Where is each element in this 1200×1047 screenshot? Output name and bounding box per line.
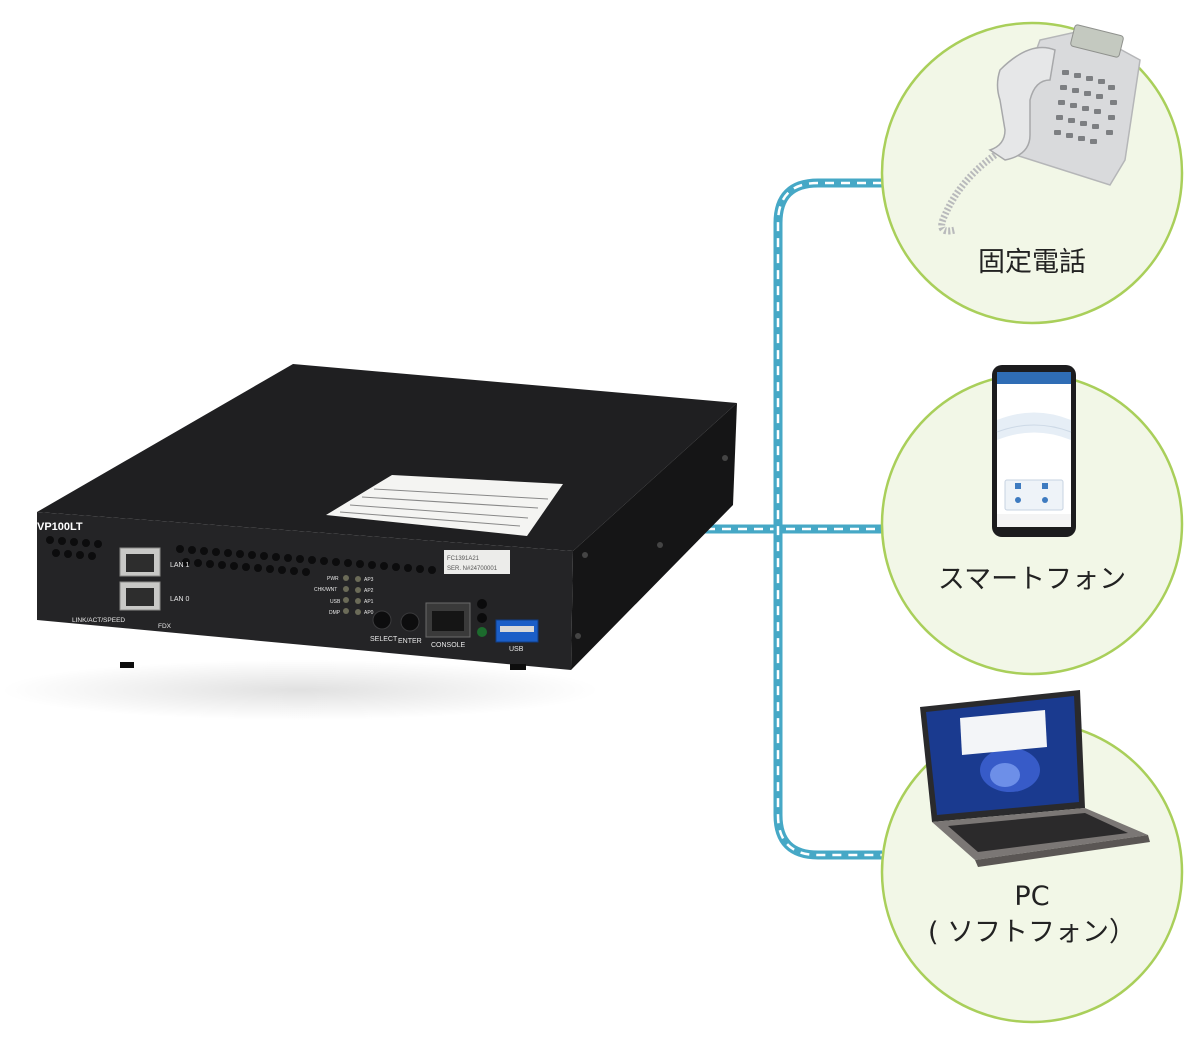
serial-line-2: SER. N#24700001 [447, 566, 498, 572]
fdx-label: FDX [158, 623, 172, 630]
desk-phone-icon [938, 24, 1141, 235]
led-label-pwr: PWR [327, 576, 339, 582]
lan1-label: LAN 1 [170, 562, 190, 569]
serial-line-1: FC1391A21 [447, 556, 480, 562]
endpoint-label-pc: PC ( ソフトフォン） [912, 879, 1152, 951]
select-button [372, 610, 392, 630]
led-label-dmp: DMP [329, 610, 341, 616]
appliance-top [37, 364, 737, 551]
link-act-speed-label: LINK/ACT/SPEED [72, 617, 125, 624]
status-leds [343, 575, 361, 615]
led-label-chk: CHK/WNT [314, 587, 337, 593]
enter-label: ENTER [398, 638, 422, 645]
led-label-usb: USB [330, 599, 341, 605]
usb-label: USB [509, 646, 524, 653]
led-label-ap1: AP1 [364, 599, 374, 605]
pc-label-line-1: PC [1014, 881, 1050, 912]
enter-button [400, 612, 420, 632]
endpoint-label-desk-phone: 固定電話 [932, 245, 1132, 281]
smartphone-icon [992, 365, 1076, 537]
model-label: VP100LT [37, 521, 83, 533]
smartphone-label: スマートフォン [937, 564, 1127, 595]
vent-holes [46, 536, 436, 576]
desk-phone-label: 固定電話 [978, 247, 1086, 278]
endpoint-label-smartphone: スマートフォン [912, 562, 1152, 598]
pc-label-line-2: ( ソフトフォン） [927, 917, 1137, 948]
serial-sticker [444, 550, 510, 574]
appliance-side [571, 403, 737, 670]
led-label-ap2: AP2 [364, 588, 374, 594]
vp100lt-appliance: VP100LT LAN 1 LAN 0 LINK/ACT/SPEED FDX P… [0, 364, 737, 720]
console-label: CONSOLE [431, 642, 466, 649]
laptop-icon [920, 690, 1150, 867]
led-label-ap3: AP3 [364, 577, 374, 583]
connector-to-phone [773, 178, 882, 860]
connector-lines [690, 178, 882, 860]
select-label: SELECT [370, 636, 398, 643]
warning-label [326, 475, 563, 536]
led-label-ap0: AP0 [364, 610, 374, 616]
lan0-label: LAN 0 [170, 596, 190, 603]
